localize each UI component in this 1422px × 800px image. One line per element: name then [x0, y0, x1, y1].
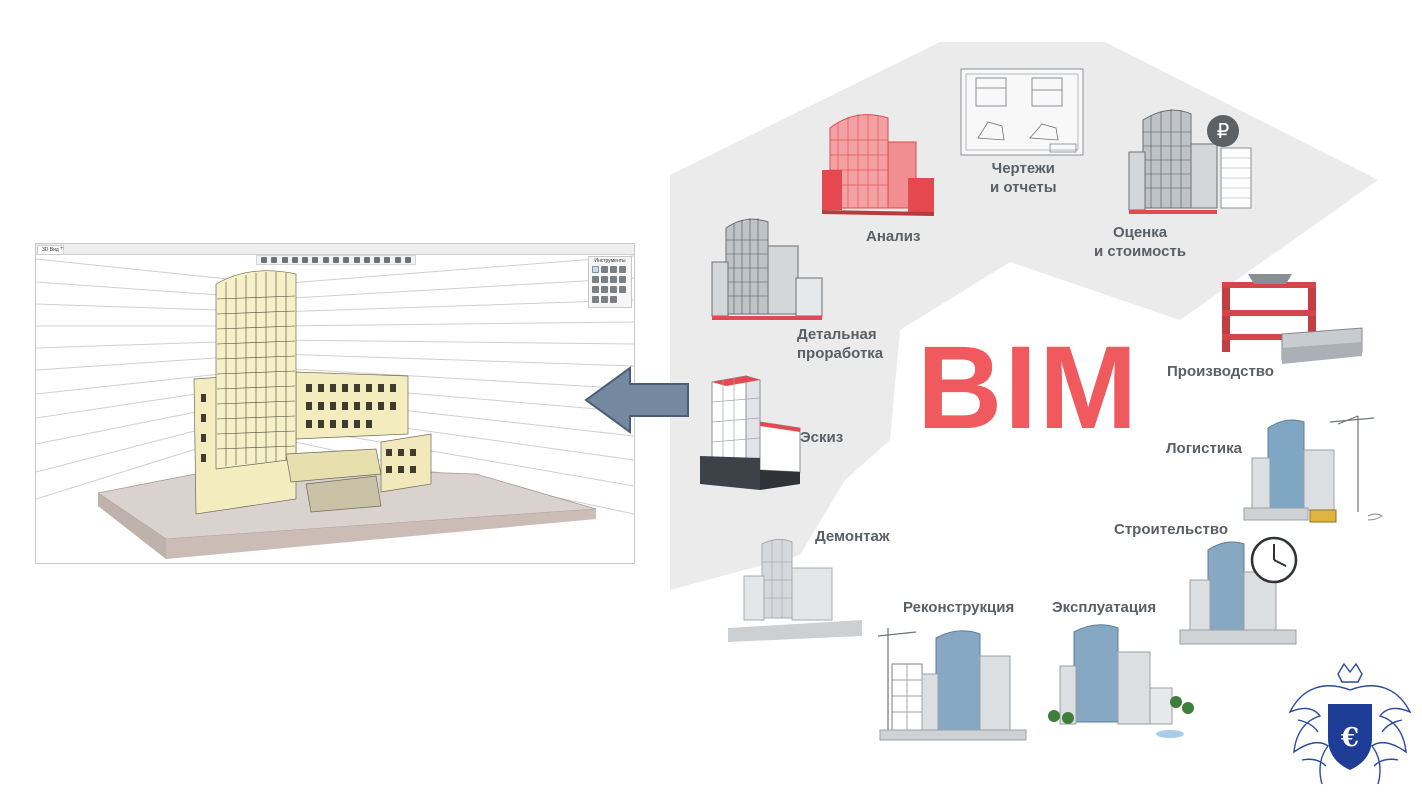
stage-label-drawings: Чертежи и отчеты — [990, 160, 1057, 196]
stage-label-detailing: Детальная проработка — [797, 326, 884, 362]
construction-illustration — [1179, 536, 1298, 645]
dimension-tool-icon[interactable] — [601, 296, 608, 303]
redo-icon[interactable] — [271, 257, 278, 263]
wall-tool-icon[interactable] — [610, 266, 617, 273]
wrench-icon[interactable] — [394, 257, 401, 263]
text-tool-icon[interactable] — [610, 296, 617, 303]
tools-panel-title: Инструменты — [594, 258, 626, 264]
beam-tool-icon[interactable] — [610, 286, 617, 293]
drawings-sheet-illustration — [960, 68, 1084, 156]
roof-tool-icon[interactable] — [592, 286, 599, 293]
stair-tool-icon[interactable] — [601, 286, 608, 293]
reconstruction-illustration — [877, 628, 1027, 741]
column-tool-icon[interactable] — [619, 266, 626, 273]
stage-label-operation: Эксплуатация — [1052, 599, 1157, 616]
add-tab-button[interactable]: + — [60, 246, 64, 252]
stage-label-costing: Оценка и стоимость — [1094, 224, 1187, 260]
stage-label-sketch: Эскиз — [800, 429, 844, 446]
cut-icon[interactable] — [353, 257, 360, 263]
building-model — [193, 270, 432, 515]
viewer-window: 3D Вид + Инструменты — [35, 243, 635, 564]
left-arrow-icon — [584, 366, 689, 434]
tools-panel: Инструменты — [588, 256, 632, 308]
section-icon[interactable] — [343, 257, 350, 263]
stage-label-demolition: Демонтаж — [815, 528, 890, 545]
window-tool-icon[interactable] — [619, 276, 626, 283]
viewer-toolbar — [256, 255, 416, 265]
stage-label-production: Производство — [1167, 363, 1274, 380]
undo-icon[interactable] — [261, 257, 268, 263]
camera-icon[interactable] — [322, 257, 329, 263]
layers-icon[interactable] — [332, 257, 339, 263]
viewer-tab-bar: 3D Вид + — [36, 244, 634, 255]
tools-grid — [592, 266, 629, 303]
line-tool-icon[interactable] — [601, 266, 608, 273]
costing-building-illustration: ₽ — [1128, 109, 1252, 214]
production-illustration — [1222, 274, 1363, 364]
help-icon[interactable] — [404, 257, 411, 263]
select-tool-icon[interactable] — [592, 266, 599, 273]
pencil-tool-icon[interactable] — [601, 276, 608, 283]
analysis-building-illustration — [822, 114, 934, 216]
double-headed-eagle-emblem-icon: € — [1288, 662, 1412, 785]
print-icon[interactable] — [312, 257, 319, 263]
object-tool-icon[interactable] — [619, 286, 626, 293]
stage-label-construction: Строительство — [1114, 521, 1229, 538]
pan-icon[interactable] — [291, 257, 298, 263]
stage-label-reconstruction: Реконструкция — [903, 599, 1015, 616]
zone-tool-icon[interactable] — [592, 296, 599, 303]
stage-label-analysis: Анализ — [866, 228, 921, 245]
bim-title: BIM — [917, 322, 1140, 454]
ruble-sign-icon: ₽ — [1207, 115, 1239, 147]
viewer-3d-scene — [36, 255, 634, 559]
sketch-massing-illustration — [700, 375, 801, 490]
tab-3d-view[interactable]: 3D Вид — [37, 245, 64, 254]
stage-label-logistics: Логистика — [1166, 440, 1242, 457]
copy-icon[interactable] — [363, 257, 370, 263]
clock-icon — [1250, 536, 1298, 584]
view-icon[interactable] — [374, 257, 381, 263]
demolition-illustration — [728, 538, 862, 642]
zoom-icon[interactable] — [302, 257, 309, 263]
measure-icon[interactable] — [384, 257, 391, 263]
slab-tool-icon[interactable] — [592, 276, 599, 283]
logistics-illustration — [1243, 415, 1383, 523]
door-tool-icon[interactable] — [610, 276, 617, 283]
svg-text:€: € — [1340, 723, 1359, 753]
svg-text:₽: ₽ — [1217, 119, 1230, 143]
rotate-icon[interactable] — [281, 257, 288, 263]
operation-illustration — [1048, 624, 1194, 738]
detailing-building-illustration — [711, 218, 823, 320]
